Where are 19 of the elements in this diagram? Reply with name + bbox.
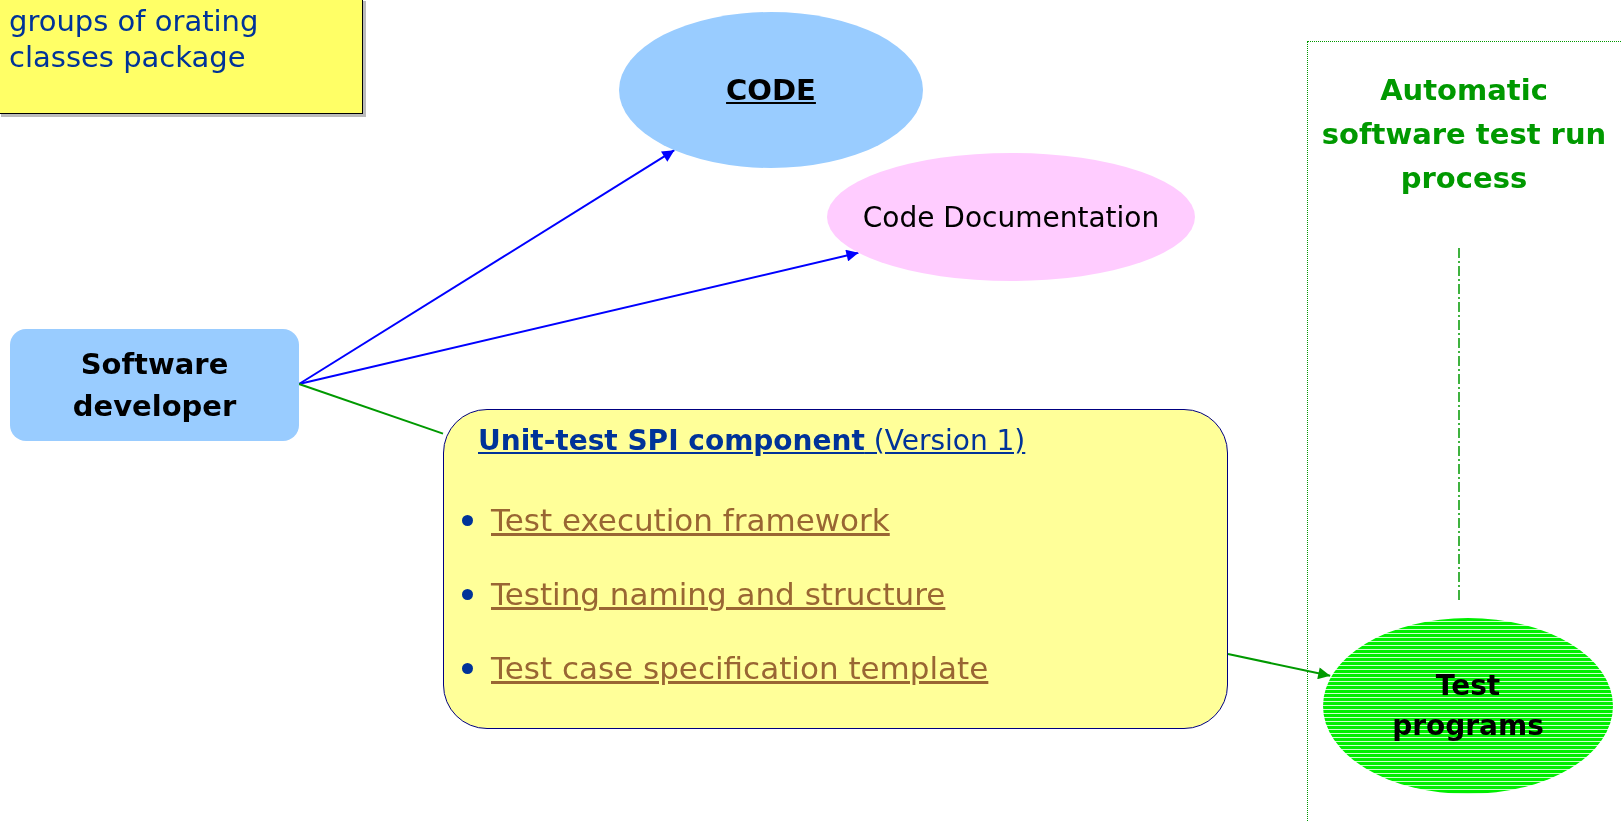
ellipse-node [619, 12, 923, 168]
document-link: Testing naming and structure [491, 576, 946, 612]
document-link: Test execution framework [491, 502, 890, 538]
node-label: Code Documentation [862, 200, 1160, 234]
arrow [298, 149, 676, 385]
actor-box [10, 329, 299, 441]
component-card [443, 409, 1228, 729]
ellipse-node [827, 153, 1195, 281]
note-text: groups of orating classes package [9, 3, 260, 75]
arrow [1227, 653, 1332, 680]
process-heading: Automatic software test run process [1320, 72, 1608, 197]
note-box [0, 0, 363, 114]
node-label: Software developer [71, 346, 238, 425]
connector-line [298, 383, 444, 435]
arrow [298, 249, 860, 385]
node-label: CODE [726, 73, 816, 107]
component-heading-link: Unit-test SPI component (Version 1) [478, 424, 1026, 457]
ellipse-node [1323, 618, 1613, 794]
document-link: Test case specification template [491, 650, 989, 686]
